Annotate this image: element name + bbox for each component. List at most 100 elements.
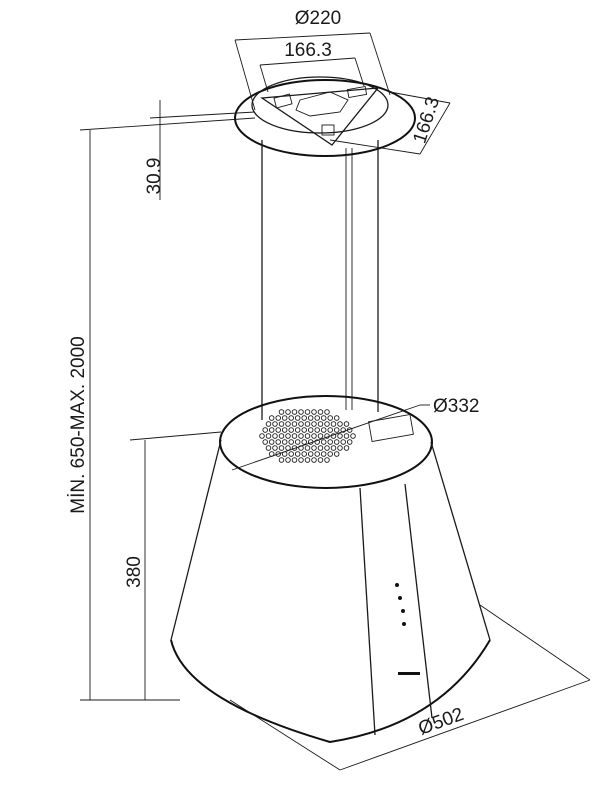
filter-hole <box>311 457 317 463</box>
filter-hole <box>340 427 346 433</box>
filter-hole <box>278 433 285 439</box>
filter-hole <box>311 421 317 427</box>
filter-hole <box>343 421 350 427</box>
filter-hole <box>278 445 285 451</box>
dim-top-diameter: Ø220 <box>295 8 341 29</box>
filter-hole <box>298 457 304 463</box>
grease-filter-grid <box>259 409 356 463</box>
filter-hole <box>314 415 320 421</box>
filter-hole <box>294 451 301 457</box>
filter-hole <box>294 415 301 421</box>
filter-hole <box>291 421 298 427</box>
ceiling-mount <box>234 76 416 157</box>
filter-hole <box>278 421 285 427</box>
filter-hole <box>291 409 298 415</box>
filter-hole <box>314 439 320 445</box>
filter-hole <box>265 421 272 427</box>
filter-hole <box>333 451 340 457</box>
filter-hole <box>291 433 298 439</box>
filter-hole <box>346 439 353 445</box>
filter-hole <box>327 427 333 433</box>
filter-hole <box>285 457 291 463</box>
filter-hole <box>317 421 324 427</box>
filter-hole <box>285 433 291 439</box>
filter-hole <box>337 445 343 451</box>
filter-hole <box>294 427 301 433</box>
dim-top-offset: 30.9 <box>144 158 165 195</box>
filter-hole <box>337 433 343 439</box>
filter-hole <box>333 439 340 445</box>
filter-hole <box>320 415 327 421</box>
filter-hole <box>281 427 288 433</box>
hood-body <box>170 395 491 744</box>
filter-hole <box>343 433 350 439</box>
filter-hole <box>285 421 291 427</box>
filter-hole <box>272 445 278 451</box>
filter-hole <box>324 445 330 451</box>
filter-hole <box>330 445 337 451</box>
filter-hole <box>262 439 268 445</box>
filter-hole <box>330 421 337 427</box>
chimney <box>261 140 379 420</box>
filter-hole <box>317 457 324 463</box>
filter-hole <box>350 433 356 439</box>
filter-hole <box>327 451 333 457</box>
filter-hole <box>304 445 311 451</box>
filter-hole <box>327 439 333 445</box>
filter-hole <box>307 451 314 457</box>
filter-hole <box>291 457 298 463</box>
filter-hole <box>278 457 285 463</box>
filter-hole <box>294 439 301 445</box>
filter-hole <box>311 433 317 439</box>
filter-hole <box>304 409 311 415</box>
filter-hole <box>324 409 330 415</box>
filter-hole <box>275 427 281 433</box>
filter-hole <box>324 421 330 427</box>
filter-hole <box>272 433 278 439</box>
filter-hole <box>320 451 327 457</box>
control-buttons <box>395 583 420 675</box>
filter-hole <box>298 421 304 427</box>
filter-hole <box>301 415 307 421</box>
filter-hole <box>333 427 340 433</box>
filter-hole <box>259 433 265 439</box>
filter-hole <box>340 439 346 445</box>
dim-hood-height: 380 <box>124 556 145 588</box>
filter-hole <box>343 445 350 451</box>
filter-hole <box>298 433 304 439</box>
filter-hole <box>275 439 281 445</box>
filter-hole <box>317 433 324 439</box>
filter-hole <box>307 415 314 421</box>
filter-hole <box>304 421 311 427</box>
filter-hole <box>304 457 311 463</box>
filter-hole <box>320 427 327 433</box>
filter-hole <box>268 427 275 433</box>
filter-hole <box>301 451 307 457</box>
filter-hole <box>281 439 288 445</box>
filter-hole <box>311 409 317 415</box>
filter-hole <box>304 433 311 439</box>
filter-hole <box>288 439 294 445</box>
filter-hole <box>333 415 340 421</box>
filter-hole <box>275 415 281 421</box>
filter-hole <box>324 457 330 463</box>
filter-hole <box>301 427 307 433</box>
filter-hole <box>265 445 272 451</box>
filter-hole <box>314 427 320 433</box>
filter-hole <box>317 409 324 415</box>
filter-hole <box>327 415 333 421</box>
filter-hole <box>288 427 294 433</box>
filter-hole <box>298 409 304 415</box>
filter-hole <box>272 421 278 427</box>
filter-hole <box>307 427 314 433</box>
filter-hole <box>285 409 291 415</box>
dimension-lines <box>79 32 591 771</box>
filter-hole <box>275 451 281 457</box>
filter-hole <box>317 445 324 451</box>
filter-hole <box>268 415 275 421</box>
filter-hole <box>288 415 294 421</box>
filter-hole <box>311 445 317 451</box>
filter-hole <box>301 439 307 445</box>
